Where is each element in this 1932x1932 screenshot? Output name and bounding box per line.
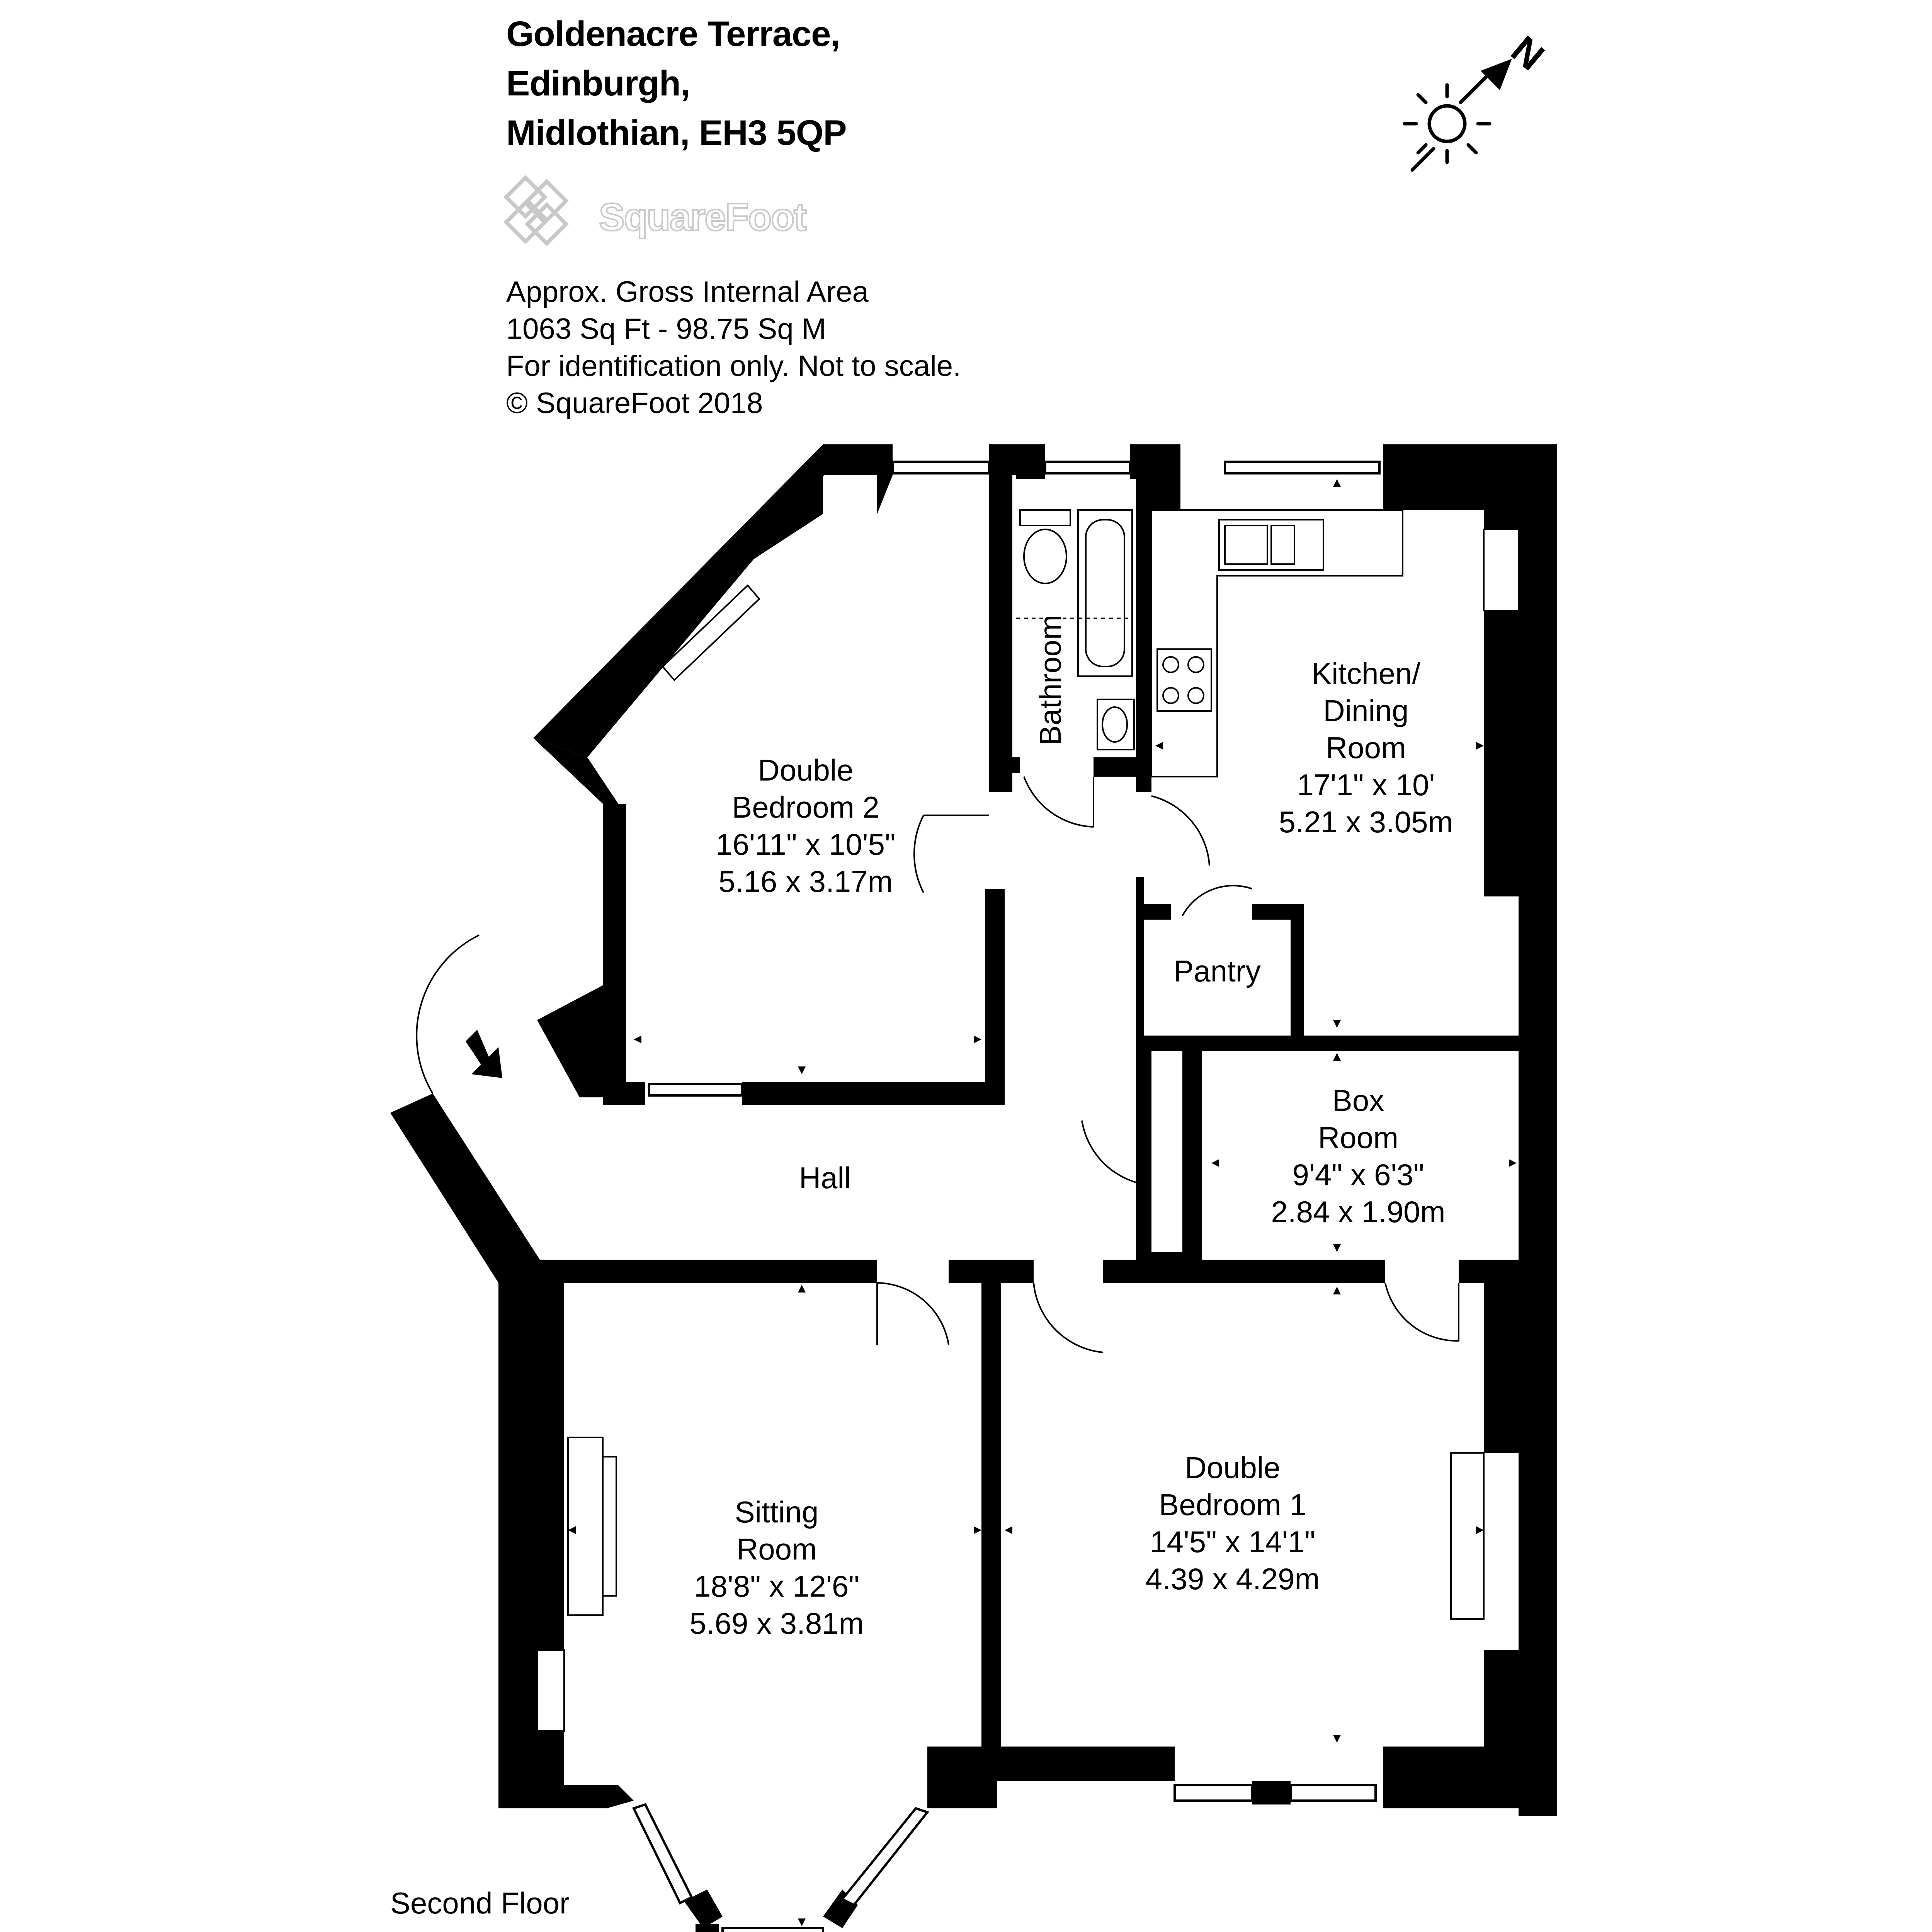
kitchen-fixtures [1151,509,1519,777]
boxroom-metric: 2.84 x 1.90m [1271,1195,1446,1229]
sitting-metric: 5.69 x 3.81m [690,1606,864,1640]
walls [390,444,1557,1932]
boxroom-imperial: 9'4" x 6'3" [1292,1158,1424,1192]
entrance-arrow-icon [466,1030,502,1078]
sitting-name1: Sitting [735,1495,819,1529]
boxroom-name1: Box [1332,1083,1384,1117]
bedroom1-name1: Double [1185,1451,1280,1485]
door-swings [416,776,1459,1353]
boxroom-name2: Room [1318,1121,1398,1155]
north-label: N [1503,28,1552,79]
bedroom2-name2: Bedroom 2 [732,790,879,824]
windows [632,461,1381,1932]
pantry-name: Pantry [1173,954,1260,988]
fireplaces [536,584,1485,1732]
bedroom1-name2: Bedroom 1 [1159,1488,1306,1522]
bedroom2-metric: 5.16 x 3.17m [719,864,893,898]
room-labels: Double Bedroom 2 16'11" x 10'5" 5.16 x 3… [690,615,1453,1640]
squarefoot-logo-icon [503,175,569,247]
bathroom-fixtures [1019,509,1135,750]
bedroom1-metric: 4.39 x 4.29m [1146,1562,1320,1596]
address-line-1: Goldenacre Terrace, [506,14,840,54]
kitchen-name2: Dining [1323,694,1408,728]
sitting-name2: Room [736,1532,817,1566]
area-value: 1063 Sq Ft - 98.75 Sq M [506,313,827,345]
kitchen-name3: Room [1326,731,1406,765]
bedroom2-imperial: 16'11" x 10'5" [716,827,895,861]
hall-name: Hall [799,1161,851,1195]
dimension-markers [568,479,1517,1926]
disclaimer: For identification only. Not to scale. [506,350,961,383]
kitchen-imperial: 17'1" x 10' [1297,768,1435,802]
bathroom-name: Bathroom [1033,615,1067,745]
compass-icon [1403,59,1512,172]
bedroom1-imperial: 14'5" x 14'1" [1150,1525,1315,1559]
copyright: © SquareFoot 2018 [506,387,763,420]
address-line-2: Edinburgh, [506,64,690,103]
brand-name: SquareFoot [598,195,808,240]
kitchen-metric: 5.21 x 3.05m [1279,805,1453,839]
kitchen-name1: Kitchen/ [1311,656,1420,690]
floor-label: Second Floor [390,1886,570,1920]
bedroom2-name1: Double [758,753,853,787]
area-title: Approx. Gross Internal Area [506,276,869,308]
address-line-3: Midlothian, EH3 5QP [506,113,847,153]
sitting-imperial: 18'8" x 12'6" [694,1569,859,1603]
